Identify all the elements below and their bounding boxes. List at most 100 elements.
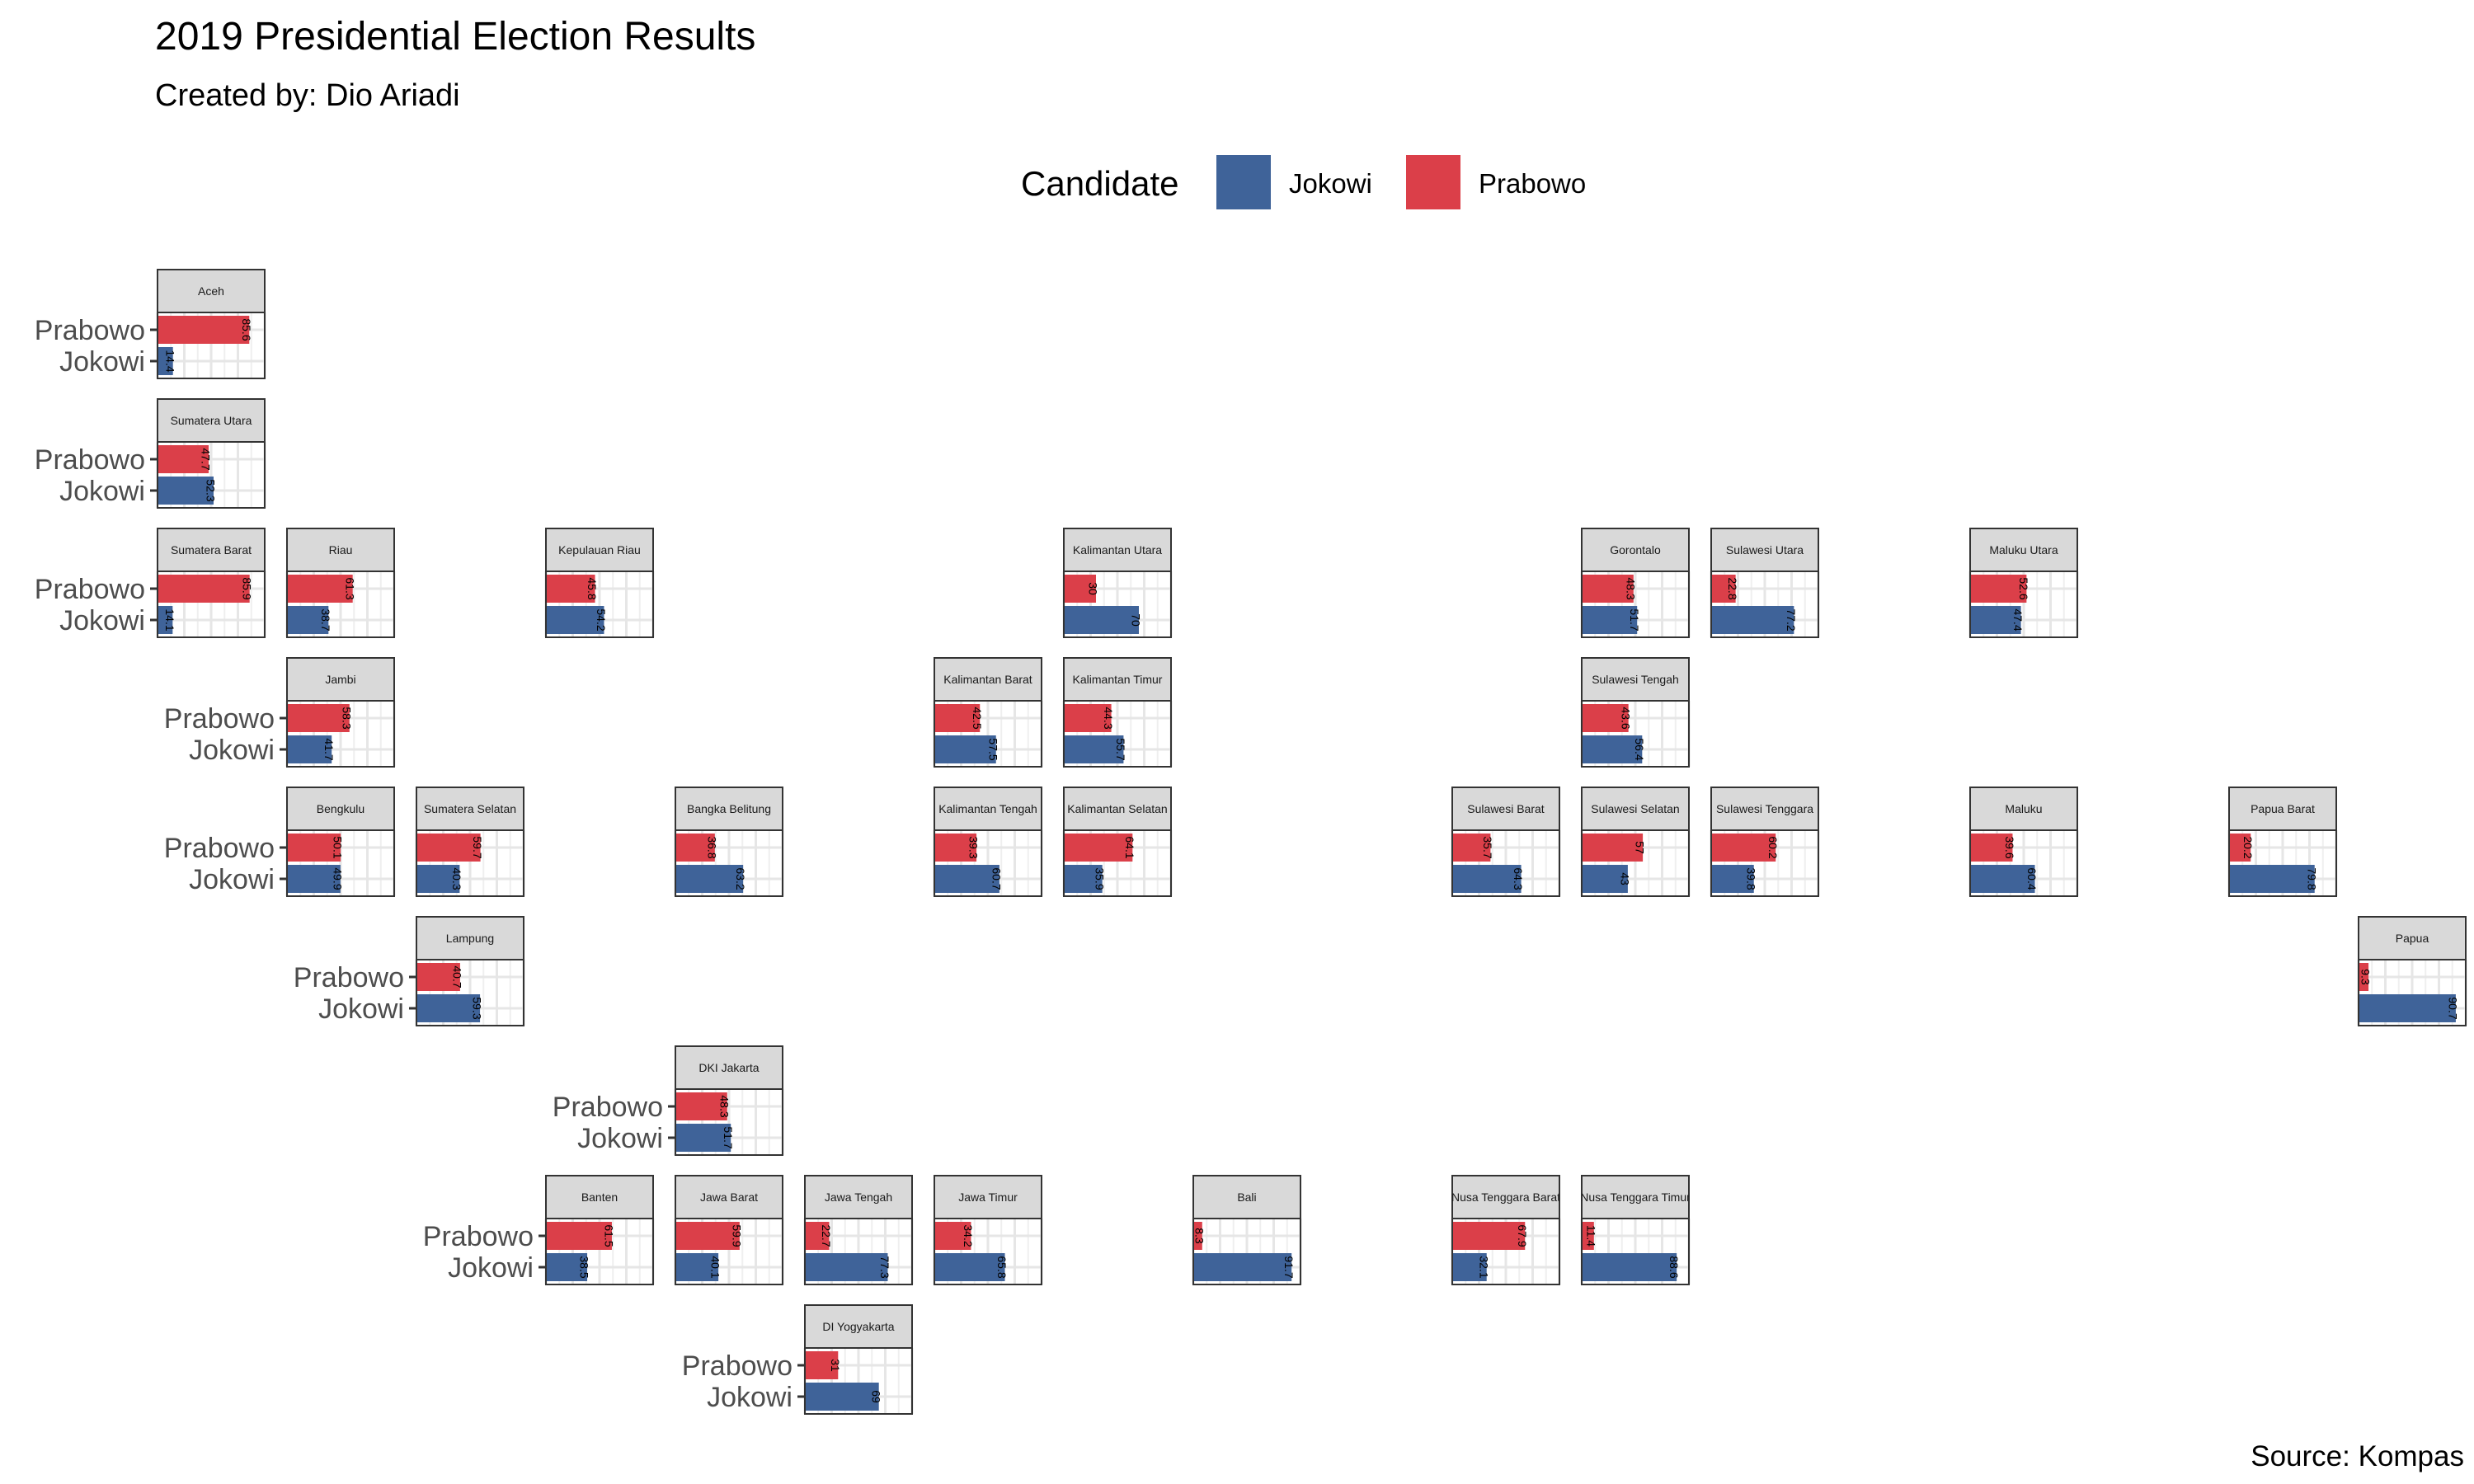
- y-axis-label-prabowo: Prabowo: [35, 444, 145, 476]
- data-label-prabowo: 31: [829, 1359, 842, 1372]
- data-label-prabowo: 44.3: [1102, 707, 1115, 729]
- facet-strip-label: Jawa Barat: [700, 1190, 758, 1204]
- bar-jokowi: [1064, 606, 1139, 634]
- bar-prabowo: [934, 704, 981, 732]
- y-axis-label-prabowo: Prabowo: [35, 315, 145, 346]
- facet-strip: [2358, 916, 2467, 960]
- bar-prabowo: [934, 834, 977, 862]
- data-label-prabowo: 34.2: [962, 1224, 975, 1247]
- bar-jokowi: [2359, 994, 2456, 1022]
- bar-jokowi: [158, 477, 214, 505]
- panel-border: [1581, 700, 1690, 768]
- bar-prabowo: [1582, 575, 1634, 603]
- data-label-prabowo: 59.7: [471, 836, 484, 858]
- bar-prabowo: [416, 963, 460, 991]
- panel-border: [1451, 829, 1560, 897]
- facet-strip-label: Bali: [1237, 1190, 1256, 1204]
- bar-prabowo: [805, 1351, 839, 1379]
- panel-border: [545, 1218, 654, 1285]
- panel-border: [286, 571, 395, 638]
- facet-strip: [1192, 1175, 1301, 1219]
- data-label-prabowo: 22.8: [1726, 577, 1739, 599]
- facet-strip-label: Sumatera Utara: [171, 414, 252, 427]
- facet-strip-label: Sulawesi Tengah: [1592, 673, 1679, 686]
- legend-key-jokowi: [1216, 155, 1271, 209]
- data-label-prabowo: 60.2: [1766, 836, 1780, 858]
- data-label-jokowi: 14.1: [163, 608, 176, 631]
- data-label-jokowi: 51.7: [1628, 608, 1641, 631]
- bar-prabowo: [416, 834, 481, 862]
- data-label-prabowo: 22.7: [820, 1224, 833, 1247]
- facet-strip-label: Aceh: [198, 284, 224, 298]
- panel-border: [1063, 829, 1172, 897]
- facet-strip-label: Maluku: [2005, 802, 2042, 815]
- facet-strip: [1710, 528, 1819, 572]
- data-label-prabowo: 40.7: [451, 965, 464, 988]
- data-label-jokowi: 60.4: [2025, 867, 2039, 890]
- data-label-jokowi: 90.7: [2447, 997, 2460, 1019]
- bar-jokowi: [546, 606, 604, 634]
- data-label-prabowo: 39.6: [2003, 836, 2016, 858]
- bar-prabowo: [287, 575, 353, 603]
- facet-strip: [1581, 787, 1690, 831]
- bar-jokowi: [546, 1253, 588, 1281]
- panel-border: [804, 1347, 913, 1415]
- chart-caption: Source: Kompas: [2251, 1440, 2464, 1472]
- bar-prabowo: [546, 1222, 612, 1250]
- data-label-jokowi: 40.3: [450, 867, 463, 890]
- y-axis-label-jokowi: Jokowi: [448, 1252, 534, 1284]
- facet-strip-label: Banten: [581, 1190, 618, 1204]
- panel-border: [1063, 571, 1172, 638]
- data-label-jokowi: 57.5: [986, 738, 999, 760]
- bar-prabowo: [1970, 834, 2013, 862]
- bar-prabowo: [1582, 1222, 1594, 1250]
- facet-strip-label: Kalimantan Timur: [1073, 673, 1163, 686]
- bar-prabowo: [2229, 834, 2251, 862]
- chart-title: 2019 Presidential Election Results: [155, 15, 755, 59]
- facet-strip-label: Papua: [2396, 932, 2429, 945]
- bar-prabowo: [2359, 963, 2369, 991]
- bar-jokowi: [805, 1383, 879, 1411]
- bar-prabowo: [1064, 834, 1133, 862]
- facet-strip: [675, 787, 783, 831]
- facet-strip-label: Sumatera Barat: [171, 543, 252, 556]
- facet-strip-label: Sumatera Selatan: [424, 802, 516, 815]
- bar-jokowi: [934, 865, 999, 893]
- data-label-prabowo: 61.5: [603, 1224, 616, 1247]
- panel-border: [675, 1218, 783, 1285]
- facet-strip-label: Jawa Tengah: [825, 1190, 892, 1204]
- panel-border: [416, 959, 524, 1026]
- facet-strip-label: Kalimantan Selatan: [1067, 802, 1167, 815]
- data-label-jokowi: 51.7: [722, 1126, 735, 1148]
- panel-border: [545, 571, 654, 638]
- data-label-prabowo: 48.3: [1624, 577, 1637, 599]
- facet-strip-label: Kalimantan Barat: [943, 673, 1032, 686]
- bar-prabowo: [158, 445, 209, 473]
- data-label-jokowi: 54.2: [595, 608, 608, 631]
- facet-strip-label: DI Yogyakarta: [822, 1320, 894, 1333]
- bar-prabowo: [675, 1092, 727, 1120]
- bar-jokowi: [1193, 1253, 1292, 1281]
- data-label-prabowo: 20.2: [2241, 836, 2255, 858]
- bar-jokowi: [1582, 735, 1643, 763]
- y-axis-label-jokowi: Jokowi: [707, 1382, 793, 1413]
- y-axis-label-prabowo: Prabowo: [553, 1092, 663, 1123]
- y-axis-label-prabowo: Prabowo: [164, 703, 275, 735]
- data-label-jokowi: 91.7: [1282, 1256, 1296, 1278]
- bar-jokowi: [1711, 865, 1754, 893]
- facet-strip: [545, 528, 654, 572]
- data-label-prabowo: 43.6: [1619, 707, 1632, 729]
- data-label-prabowo: 36.8: [705, 836, 718, 858]
- data-label-jokowi: 65.8: [995, 1256, 1009, 1278]
- data-label-prabowo: 61.3: [343, 577, 356, 599]
